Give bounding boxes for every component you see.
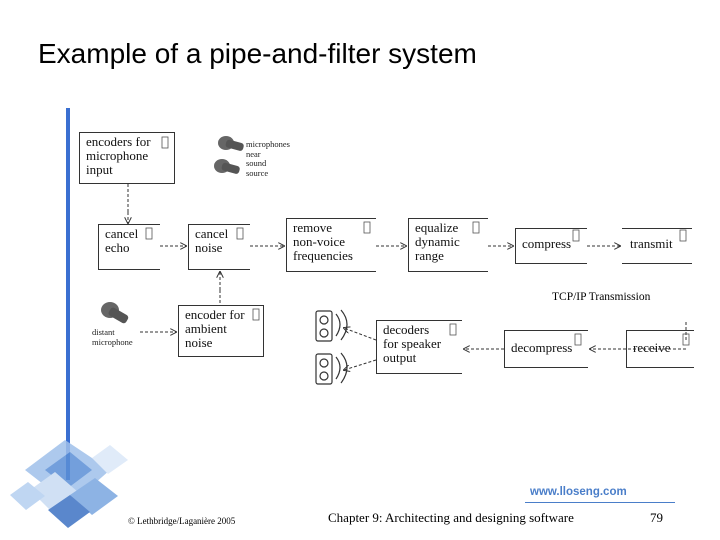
filter-compress-label: compress [522, 236, 572, 251]
filter-receive-label: receive [633, 340, 671, 355]
filter-encoders-label: encoders for microphone input [86, 134, 151, 177]
filter-cancel-echo: cancel echo [98, 224, 160, 270]
footer-divider [525, 502, 675, 503]
filter-cancel-noise: cancel noise [188, 224, 250, 270]
speaker-icon [315, 309, 348, 385]
filter-transmit: transmit [622, 228, 692, 264]
filter-remove-label: remove non-voice frequencies [293, 220, 353, 263]
tcp-transmission-label: TCP/IP Transmission [552, 291, 651, 303]
pipe-decoders-to-speaker-1 [344, 328, 377, 341]
distant-microphone-icon [101, 302, 129, 324]
filter-encoder-ambient-label: encoder for ambient noise [185, 307, 245, 350]
copyright-text: © Lethbridge/Laganière 2005 [128, 516, 236, 526]
filter-decompress: decompress [504, 330, 588, 368]
microphone-icon [214, 136, 244, 174]
pipe-decoders-to-speaker-2 [344, 359, 377, 370]
filter-cancel-echo-label: cancel echo [105, 226, 139, 255]
slide-title: Example of a pipe-and-filter system [38, 38, 477, 69]
filter-compress: compress [515, 228, 587, 264]
filter-cancel-noise-label: cancel noise [195, 226, 229, 255]
filter-decoders: decoders for speaker output [376, 320, 462, 374]
website-url: www.lloseng.com [530, 486, 627, 498]
accent-line [66, 108, 70, 480]
filter-equalize-label: equalize dynamic range [415, 220, 460, 263]
distant-microphone-label: distant microphone [92, 327, 133, 347]
filter-remove: remove non-voice frequencies [286, 218, 376, 272]
filter-decompress-label: decompress [511, 340, 573, 355]
filter-glyph-icons [145, 136, 690, 346]
filter-encoder-ambient: encoder for ambient noise [178, 305, 264, 357]
filter-equalize: equalize dynamic range [408, 218, 488, 272]
filter-transmit-label: transmit [630, 236, 673, 251]
page-number: 79 [650, 510, 663, 525]
chapter-text: Chapter 9: Architecting and designing so… [328, 510, 574, 525]
microphones-label: microphones near sound source [246, 139, 290, 178]
filter-encoders: encoders for microphone input [79, 132, 175, 184]
filter-decoders-label: decoders for speaker output [383, 322, 442, 365]
filter-receive: receive [626, 330, 694, 368]
